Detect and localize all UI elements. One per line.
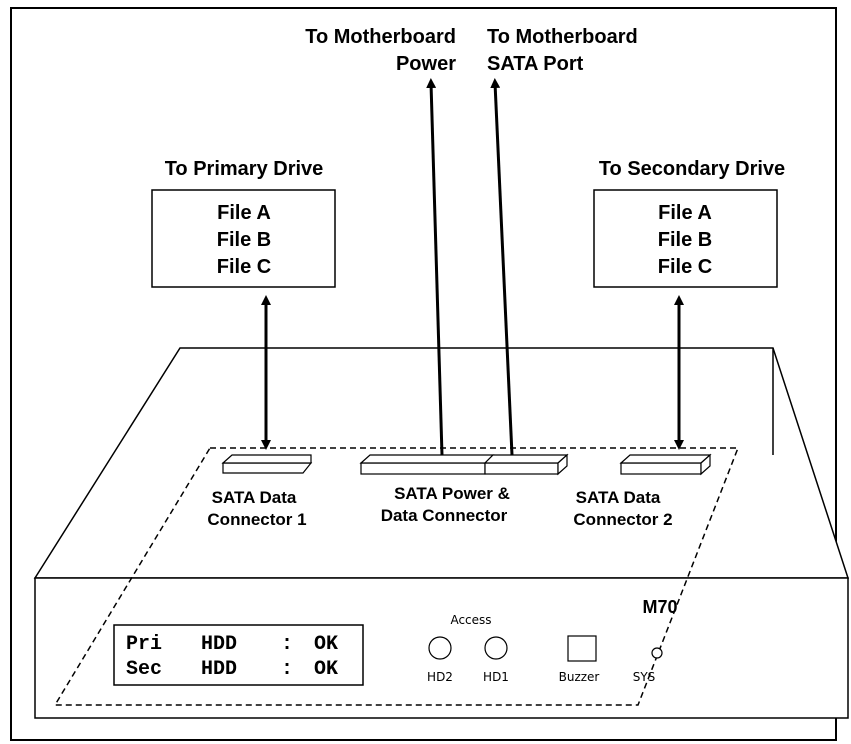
svg-text:OK: OK	[314, 633, 338, 656]
power-data-label-line2: Data Connector	[381, 506, 508, 525]
diagram-frame	[10, 7, 837, 741]
sys-led-icon	[651, 647, 663, 659]
internal-board-outline	[53, 447, 740, 706]
buzzer-label: Buzzer	[559, 670, 600, 684]
svg-text:Sec: Sec	[126, 658, 162, 681]
access-label: Access	[450, 613, 491, 627]
hd2-led-icon	[428, 636, 452, 660]
lcd-display	[113, 624, 364, 686]
connector2-label-line2: Connector 2	[573, 510, 672, 529]
primary-file-c: File C	[217, 256, 271, 278]
svg-text::: :	[281, 658, 293, 681]
hd1-label: HD1	[483, 670, 509, 684]
hd1-led-icon	[484, 636, 508, 660]
secondary-file-b: File B	[658, 229, 712, 251]
connector1-label-line1: SATA Data	[212, 488, 297, 507]
motherboard-sata-label-line1: To Motherboard	[487, 26, 638, 48]
secondary-file-a: File A	[658, 202, 712, 224]
power-data-label-line1: SATA Power &	[394, 484, 510, 503]
secondary-drive-box	[593, 189, 778, 288]
lcd-row-1: Pri HDD : OK	[126, 633, 338, 656]
lcd-row-2: Sec HDD : OK	[126, 658, 338, 681]
power-cable-arrow	[426, 78, 444, 456]
buzzer-button[interactable]	[567, 635, 597, 662]
svg-text::: :	[281, 633, 293, 656]
connector1-label-line2: Connector 1	[207, 510, 306, 529]
sys-label: SYS	[633, 670, 656, 684]
primary-drive-box	[151, 189, 336, 288]
secondary-file-c: File C	[658, 256, 712, 278]
primary-file-b: File B	[217, 229, 271, 251]
connector2-label-line1: SATA Data	[576, 488, 661, 507]
hd2-label: HD2	[427, 670, 453, 684]
model-label: M70	[642, 597, 677, 617]
svg-text:HDD: HDD	[201, 658, 237, 681]
sata-cable-arrow	[490, 78, 514, 456]
secondary-drive-title: To Secondary Drive	[599, 158, 785, 180]
svg-text:Pri: Pri	[126, 633, 162, 656]
motherboard-power-label-line2: Power	[396, 53, 456, 75]
svg-text:HDD: HDD	[201, 633, 237, 656]
motherboard-sata-label-line2: SATA Port	[487, 53, 584, 75]
sata-data-connector-1	[221, 454, 313, 474]
sata-data-connector-2	[619, 453, 712, 476]
motherboard-power-label-line1: To Motherboard	[305, 26, 456, 48]
primary-file-a: File A	[217, 202, 271, 224]
sata-power-data-connector	[359, 453, 569, 476]
svg-text:OK: OK	[314, 658, 338, 681]
primary-drive-title: To Primary Drive	[165, 158, 324, 180]
